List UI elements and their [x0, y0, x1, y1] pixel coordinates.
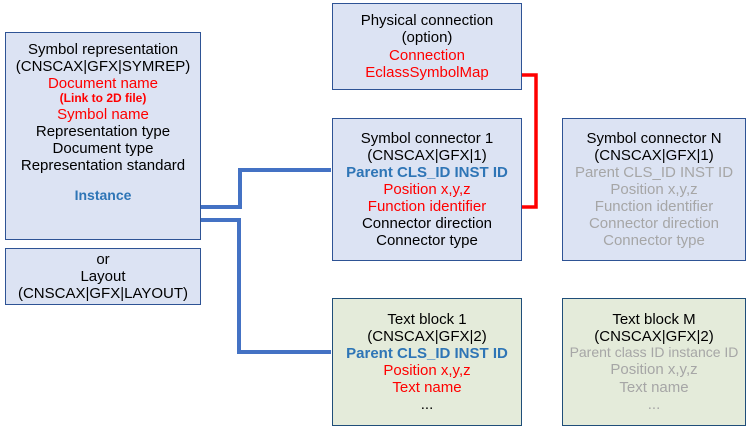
- symbol-connector-n-line-6: Connector type: [603, 232, 705, 250]
- text-block-m-line-0: Text block M: [612, 311, 696, 329]
- symbol-connector-1-line-2: Parent CLS_ID INST ID: [346, 163, 508, 181]
- box-layout[interactable]: or Layout (CNSCAX|GFX|LAYOUT): [5, 248, 201, 305]
- text-block-m-line-5: ...: [647, 395, 661, 413]
- text-block-1-line-0: Text block 1: [387, 310, 467, 328]
- text-block-1-line-1: (CNSCAX|GFX|2): [367, 327, 487, 345]
- symbol-connector-1-line-6: Connector type: [376, 232, 478, 250]
- symbol-representation-line-7: Representation standard: [20, 157, 186, 175]
- box-text-block-m[interactable]: Text block M (CNSCAX|GFX|2) Parent class…: [562, 298, 746, 426]
- symbol-connector-n-line-5: Connector direction: [588, 215, 720, 233]
- symbol-representation-line-5: Representation type: [35, 123, 171, 141]
- symbol-representation-line-4: Symbol name: [57, 105, 149, 123]
- symbol-connector-1-line-5: Connector direction: [361, 215, 493, 233]
- symbol-representation-line-6: Document type: [52, 140, 154, 158]
- symbol-connector-n-line-4: Function identifier: [594, 198, 714, 216]
- text-block-m-line-2: Parent class ID instance ID: [569, 344, 739, 361]
- symbol-connector-1-line-3: Position x,y,z: [383, 180, 471, 198]
- text-block-1-line-2: Parent CLS_ID INST ID: [346, 344, 508, 362]
- text-block-m-line-4: Text name: [619, 378, 689, 396]
- box-physical-connection[interactable]: Physical connection (option) Connection …: [332, 3, 522, 90]
- symbol-connector-n-line-3: Position x,y,z: [610, 180, 698, 198]
- box-symbol-connector-n[interactable]: Symbol connector N (CNSCAX|GFX|1) Parent…: [562, 118, 746, 261]
- symbol-representation-line-3: (Link to 2D file): [59, 91, 147, 106]
- text-block-1-line-4: Text name: [392, 379, 462, 397]
- physical-connection-line-2: Connection: [389, 46, 465, 64]
- instance-label: Instance: [74, 187, 132, 204]
- symbol-connector-1-line-0: Symbol connector 1: [360, 129, 494, 147]
- physical-connection-line-0: Physical connection: [360, 12, 494, 30]
- text-block-1-line-5: ...: [420, 396, 434, 414]
- symbol-connector-n-line-2: Parent CLS_ID INST ID: [574, 163, 734, 181]
- layout-line-0: or: [96, 250, 110, 268]
- layout-line-2: (CNSCAX|GFX|LAYOUT): [17, 285, 189, 303]
- box-symbol-connector-1[interactable]: Symbol connector 1 (CNSCAX|GFX|1) Parent…: [332, 118, 522, 261]
- symbol-representation-line-2: Document name: [47, 75, 159, 93]
- layout-line-1: Layout: [80, 267, 126, 285]
- symbol-connector-n-line-0: Symbol connector N: [586, 129, 722, 147]
- box-symbol-representation[interactable]: Symbol representation (CNSCAX|GFX|SYMREP…: [5, 32, 201, 240]
- physical-connection-line-1: (option): [401, 29, 453, 47]
- symbol-connector-n-line-1: (CNSCAX|GFX|1): [594, 146, 714, 164]
- physical-connection-line-3: EclassSymbolMap: [365, 63, 489, 81]
- symbol-representation-line-0: Symbol representation: [27, 41, 179, 58]
- symbol-connector-1-line-4: Function identifier: [367, 198, 487, 216]
- box-text-block-1[interactable]: Text block 1 (CNSCAX|GFX|2) Parent CLS_I…: [332, 298, 522, 426]
- text-block-1-line-3: Position x,y,z: [383, 362, 471, 379]
- text-block-m-line-3: Position x,y,z: [610, 361, 698, 379]
- symbol-representation-line-1: (CNSCAX|GFX|SYMREP): [15, 58, 191, 76]
- symbol-connector-1-line-1: (CNSCAX|GFX|1): [367, 146, 487, 164]
- text-block-m-line-1: (CNSCAX|GFX|2): [594, 328, 714, 346]
